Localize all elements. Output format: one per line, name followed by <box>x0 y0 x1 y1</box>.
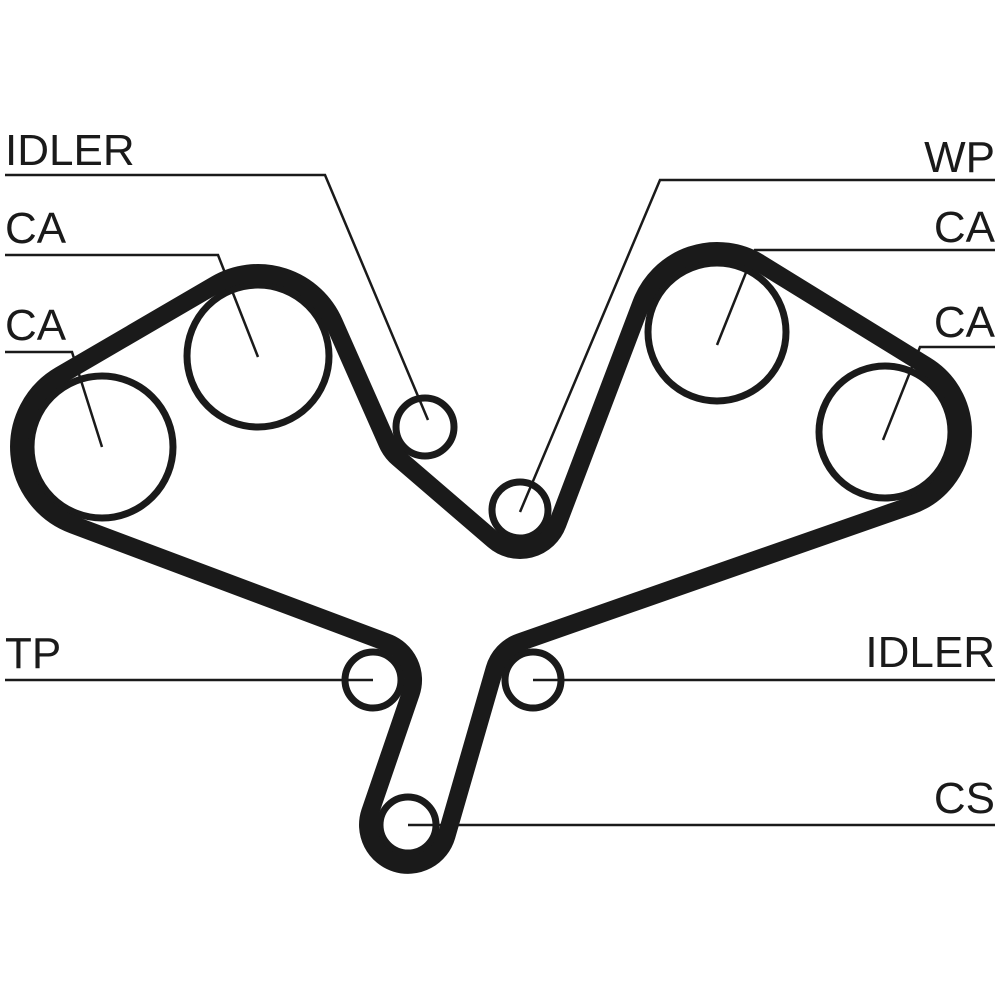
label-ca-right-top: CA <box>934 203 996 252</box>
ca-right-bottom-pulley <box>815 362 955 502</box>
idler-bottom-pulley <box>501 648 565 712</box>
timing-belt <box>10 242 972 874</box>
leader-ca-left-top <box>5 253 260 358</box>
leader-ca-right-bottom <box>881 345 995 441</box>
leader-ca-left-bottom <box>5 350 104 448</box>
label-idler-top: IDLER <box>5 126 135 175</box>
leader-wp <box>518 178 995 513</box>
label-wp: WP <box>924 133 995 182</box>
ca-left-bottom-pulley <box>27 372 177 522</box>
ca-right-top-pulley <box>644 259 790 405</box>
label-tp: TP <box>5 629 61 678</box>
leader-idler-top <box>5 173 430 421</box>
cs-pulley <box>376 793 440 857</box>
leader-lines <box>5 173 995 827</box>
idler-top-pulley <box>392 394 458 460</box>
wp-pulley <box>488 478 552 542</box>
leader-ca-right-top <box>715 248 995 346</box>
label-ca-right-bottom: CA <box>934 298 996 347</box>
label-idler-bottom: IDLER <box>865 628 995 677</box>
ca-left-top-pulley <box>183 281 333 431</box>
label-cs: CS <box>934 774 995 823</box>
tp-pulley <box>341 648 405 712</box>
label-ca-left-bottom: CA <box>5 301 67 350</box>
label-ca-left-top: CA <box>5 204 67 253</box>
